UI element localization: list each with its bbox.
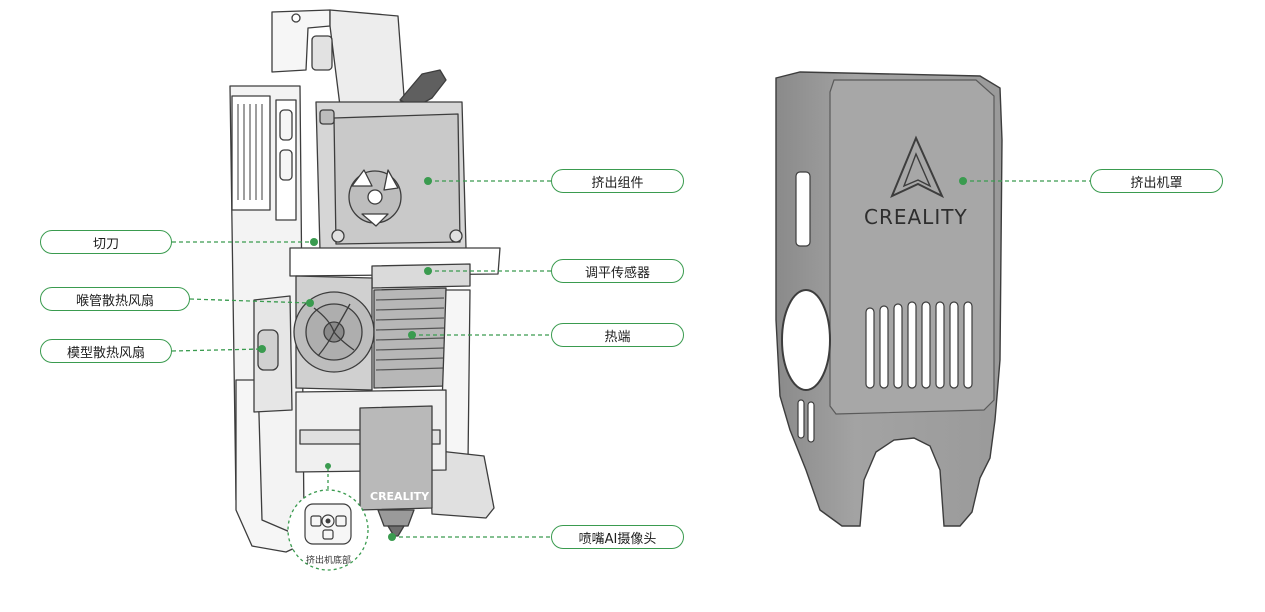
callout-hotend: 热端 [551,323,684,347]
hotend-brand-text: CREALITY [370,490,430,503]
leader-dots [258,177,967,541]
callout-leveling-sensor: 调平传感器 [551,259,684,283]
callout-model-fan: 模型散热风扇 [40,339,172,363]
extruder-bottom-inset [287,463,369,571]
extruder-assembly-illustration: CREALITY [229,9,501,553]
leader-lines [171,180,1090,538]
callout-cutter: 切刀 [40,230,172,254]
callout-extruder-cover: 挤出机罩 [1090,169,1223,193]
callout-throat-fan: 喉管散热风扇 [40,287,190,311]
callout-nozzle-camera: 喷嘴AI摄像头 [551,525,684,549]
cover-brand-text: CREALITY [864,205,968,229]
extruder-cover-illustration: CREALITY [775,71,1003,527]
extruder-bottom-label: 挤出机底部 [306,556,352,566]
callout-extrusion-assembly: 挤出组件 [551,169,684,193]
